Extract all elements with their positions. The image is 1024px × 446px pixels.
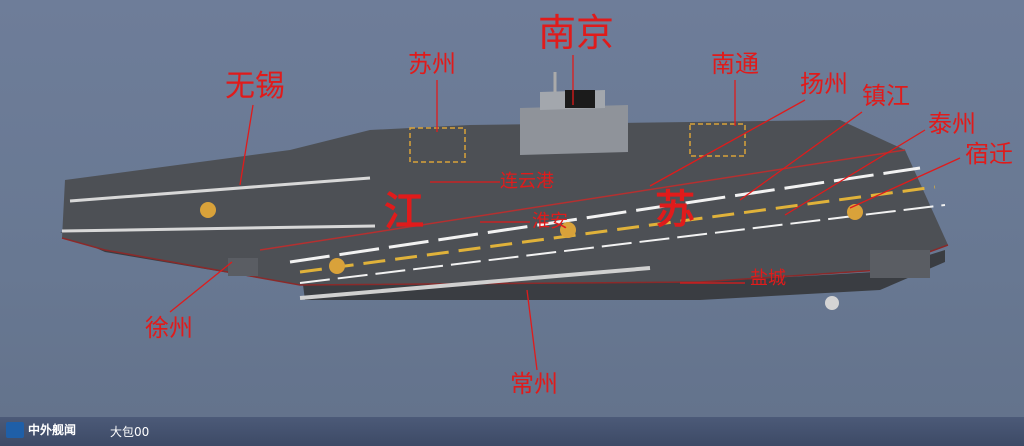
elevator-2 xyxy=(689,123,746,157)
label-wuxi: 无锡 xyxy=(225,69,285,104)
annotation-arrows xyxy=(169,55,961,371)
catapult-track-1 xyxy=(69,176,371,203)
label-yangzhou: 扬州 xyxy=(800,70,848,98)
flight-deck xyxy=(62,120,948,285)
footer-logo-text: 中外舰闻 xyxy=(28,423,77,437)
helipad-2 xyxy=(329,258,345,274)
label-zhenjiang: 镇江 xyxy=(862,82,910,110)
arrow-wuxi xyxy=(239,104,254,186)
island-base xyxy=(520,105,628,155)
label-suqian: 宿迁 xyxy=(965,140,1013,168)
sponson-left xyxy=(228,258,258,276)
label-lianyungang: 连云港 xyxy=(500,171,554,192)
helipad-1 xyxy=(200,202,216,218)
arrow-taizhou xyxy=(784,129,926,216)
arrow-zhenjiang xyxy=(739,111,863,201)
catapult-track-2 xyxy=(61,224,376,233)
arrow-yangzhou xyxy=(649,99,806,187)
arrow-xuzhou xyxy=(169,261,233,313)
island-window xyxy=(565,90,595,108)
ship-icon xyxy=(6,421,24,438)
footer-bar xyxy=(0,417,1024,446)
arrow-suqian xyxy=(849,157,961,209)
helipad-3 xyxy=(560,222,576,238)
label-xuzhou: 徐州 xyxy=(145,314,193,342)
label-huaian: 淮安 xyxy=(532,211,568,232)
label-jiang: 江 xyxy=(384,188,424,235)
label-yancheng: 盐城 xyxy=(750,268,786,289)
angled-centerline xyxy=(299,185,936,274)
footer-watermark: 大包00 xyxy=(110,425,150,439)
label-nantong: 南通 xyxy=(711,50,759,78)
label-changzhou: 常州 xyxy=(510,370,558,398)
footer-logo: 中外舰闻 xyxy=(6,421,76,438)
label-taizhou: 泰州 xyxy=(928,110,976,138)
label-su: 苏 xyxy=(655,186,695,233)
arrow-changzhou xyxy=(526,289,538,371)
angled-line-2 xyxy=(299,204,946,284)
radome xyxy=(825,296,839,310)
angled-catapult xyxy=(299,266,651,300)
deck-red-line xyxy=(259,149,906,251)
label-suzhou: 苏州 xyxy=(408,50,456,78)
label-nanjing: 南京 xyxy=(538,11,615,55)
sponson-right xyxy=(870,250,930,278)
angled-line-1 xyxy=(289,166,921,264)
